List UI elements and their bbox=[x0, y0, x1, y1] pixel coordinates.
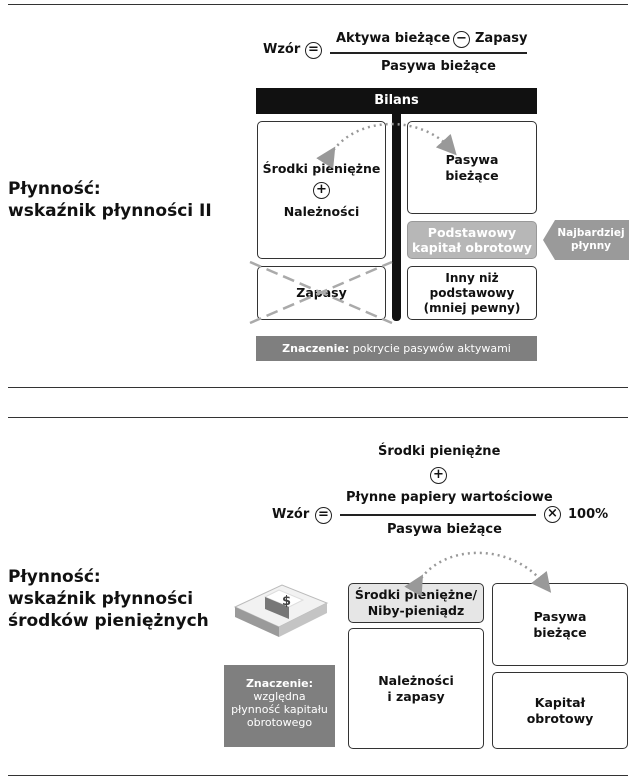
formula2-top: Środki pieniężne bbox=[378, 444, 501, 459]
section2-meaning-line2: względna bbox=[253, 690, 306, 703]
callout-line2: płynny bbox=[570, 240, 612, 252]
formula2-percent: 100% bbox=[568, 507, 609, 522]
current-liabilities-box: Pasywa bieżące bbox=[407, 121, 537, 214]
section2-current-liabilities-line2: bieżące bbox=[533, 624, 587, 640]
section2-dotted-arrow bbox=[404, 551, 552, 597]
formula1-fraction-bar bbox=[330, 52, 527, 54]
cash-bundle-icon: $ bbox=[227, 577, 329, 639]
current-liabilities-line2: bieżące bbox=[445, 167, 499, 183]
formula2-label: Wzór bbox=[272, 507, 310, 522]
formula2-equals-icon: = bbox=[315, 507, 332, 524]
core-working-capital-line2: kapitał obrotowy bbox=[412, 240, 532, 255]
bottom-rule bbox=[8, 775, 628, 776]
core-working-capital-box: Podstawowy kapitał obrotowy bbox=[407, 221, 537, 259]
section2-heading-line3: środków pieniężnych bbox=[8, 611, 209, 631]
formula2-plus-icon: + bbox=[430, 467, 447, 484]
middle-rule-1 bbox=[8, 387, 628, 388]
working-capital-box: Kapitał obrotowy bbox=[492, 672, 628, 749]
formula1-denominator: Pasywa bieżące bbox=[381, 59, 496, 74]
section2-heading-line1: Płynność: bbox=[8, 567, 101, 587]
callout-arrow-shape bbox=[543, 220, 629, 260]
section1-heading: Płynność: wskaźnik płynności II bbox=[8, 178, 212, 222]
core-working-capital-line1: Podstawowy bbox=[427, 225, 517, 240]
receivables-inventory-line1: Należności bbox=[378, 672, 454, 688]
section2-meaning-line1: Znaczenie: bbox=[245, 677, 314, 690]
inventory-label: Zapasy bbox=[296, 285, 347, 300]
other-noncore-line2: podstawowy bbox=[429, 285, 515, 300]
section1-meaning-bar: Znaczenie: pokrycie pasywów aktywami pły… bbox=[256, 336, 537, 380]
section1-heading-line1: Płynność: bbox=[8, 179, 101, 199]
times-icon: × bbox=[544, 506, 561, 523]
formula2-fraction-bar bbox=[340, 514, 536, 516]
callout-line1: Najbardziej bbox=[557, 227, 625, 239]
section2-meaning-line4: obrotowego bbox=[246, 716, 313, 729]
receivables-inventory-box: Należności i zapasy bbox=[348, 628, 484, 749]
section2-current-liabilities-box: Pasywa bieżące bbox=[492, 583, 628, 666]
balance-title: Bilans bbox=[374, 93, 419, 108]
working-capital-line2: obrotowy bbox=[526, 710, 594, 726]
formula2-numerator: Płynne papiery wartościowe bbox=[346, 490, 553, 505]
top-rule bbox=[8, 4, 628, 5]
section2-meaning-line3: płynność kapitału bbox=[231, 703, 328, 716]
minus-icon: − bbox=[453, 31, 470, 48]
cash-receivables-box: Środki pieniężne + Należności bbox=[257, 121, 386, 259]
formula1-numerator-right: Zapasy bbox=[475, 31, 528, 46]
inventory-crossed-box: Zapasy bbox=[257, 266, 386, 320]
working-capital-line1: Kapitał bbox=[534, 694, 586, 710]
formula1-label: Wzór bbox=[263, 42, 301, 57]
section1-heading-line2: wskaźnik płynności II bbox=[8, 201, 212, 221]
other-noncore-box: Inny niż podstawowy (mniej pewny) bbox=[407, 266, 537, 320]
receivables-label: Należności bbox=[283, 203, 360, 219]
formula2-denominator: Pasywa bieżące bbox=[387, 522, 502, 537]
section2-heading: Płynność: wskaźnik płynności środków pie… bbox=[8, 566, 209, 632]
section2-heading-line2: wskaźnik płynności bbox=[8, 589, 194, 609]
section1-meaning-text: pokrycie pasywów aktywami płynnymi bbox=[349, 342, 511, 380]
other-noncore-line3: (mniej pewny) bbox=[423, 300, 521, 315]
middle-rule-2 bbox=[8, 417, 628, 418]
section2-meaning-note: Znaczenie: względna płynność kapitału ob… bbox=[224, 665, 335, 747]
section2-current-liabilities-line1: Pasywa bbox=[533, 608, 587, 624]
cash-equivalents-line1: Środki pieniężne/ bbox=[354, 587, 478, 602]
cash-equivalents-box: Środki pieniężne/ Niby-pieniądz bbox=[348, 583, 484, 623]
plus-icon: + bbox=[313, 181, 330, 199]
current-liabilities-line1: Pasywa bbox=[445, 151, 499, 167]
balance-divider bbox=[392, 112, 401, 321]
cash-label: Środki pieniężne bbox=[262, 160, 381, 176]
cash-equivalents-line2: Niby-pieniądz bbox=[367, 603, 465, 618]
equals-icon: = bbox=[305, 42, 322, 59]
balance-title-bar: Bilans bbox=[256, 88, 537, 114]
formula1-numerator-left: Aktywa bieżące bbox=[336, 31, 451, 46]
other-noncore-line1: Inny niż bbox=[445, 270, 499, 285]
svg-text:$: $ bbox=[282, 594, 291, 609]
most-liquid-callout: Najbardziej płynny bbox=[543, 220, 629, 260]
receivables-inventory-line2: i zapasy bbox=[387, 688, 445, 704]
section1-meaning-prefix: Znaczenie: bbox=[282, 342, 350, 355]
